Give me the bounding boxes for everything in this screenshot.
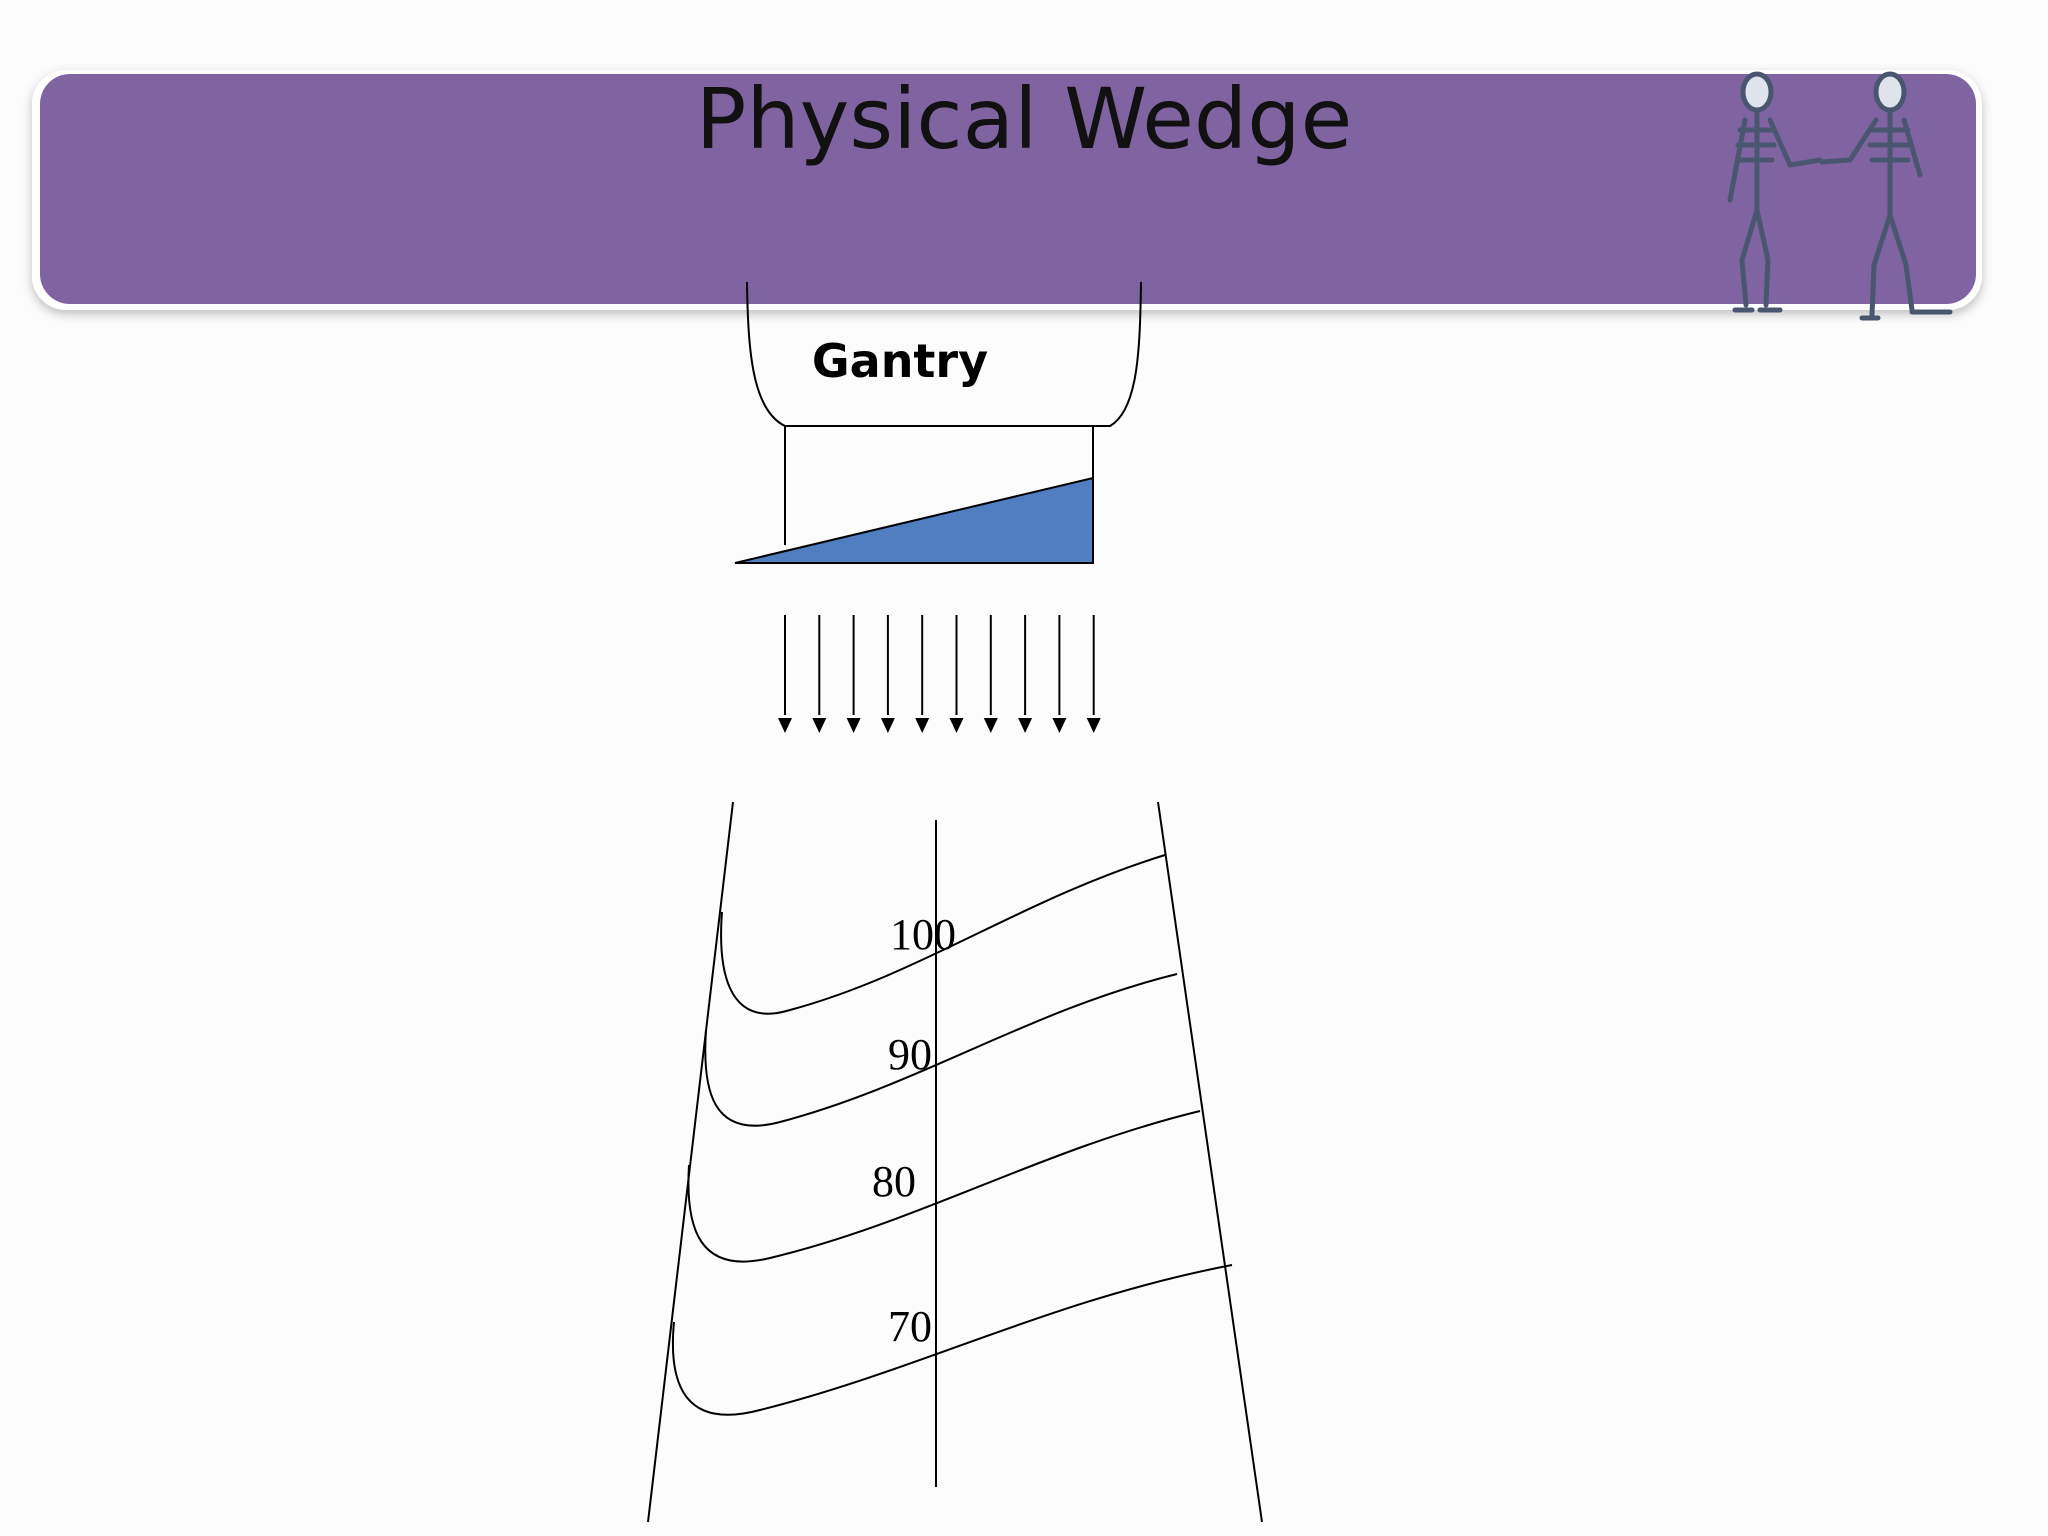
beam-arrowhead (778, 718, 792, 733)
field-left-edge (647, 801, 734, 1523)
skeletons-handshake-image (1727, 71, 1953, 321)
beam-arrowhead (949, 718, 964, 733)
isodose-curve-70 (671, 1264, 1233, 1416)
beam-arrowhead (1052, 718, 1067, 733)
physical-wedge (734, 476, 1094, 564)
isodose-label-80: 80 (872, 1157, 916, 1206)
beam-arrowhead (880, 718, 895, 733)
beam-arrowhead (1018, 718, 1033, 733)
beam-arrows (778, 615, 1101, 733)
title-banner (32, 70, 1982, 310)
isodose-curve-90 (704, 973, 1178, 1127)
gantry-housing (746, 281, 1142, 427)
gantry-label: Gantry (812, 334, 988, 388)
beam-arrowhead (812, 718, 827, 733)
beam-arrowhead (983, 718, 998, 733)
isodose-label-70: 70 (888, 1302, 932, 1351)
field-right-edge (1157, 801, 1263, 1523)
isodose-label-90: 90 (888, 1030, 932, 1079)
isodose-curve-80 (687, 1110, 1201, 1263)
banner-fill (40, 74, 1976, 304)
isodose-label-100: 100 (890, 910, 956, 959)
beam-arrowhead (846, 718, 861, 733)
beam-arrowhead (1086, 718, 1101, 733)
isodose-curve-100 (720, 854, 1166, 1015)
slide-title: Physical Wedge (696, 70, 1353, 168)
beam-arrowhead (915, 718, 930, 733)
